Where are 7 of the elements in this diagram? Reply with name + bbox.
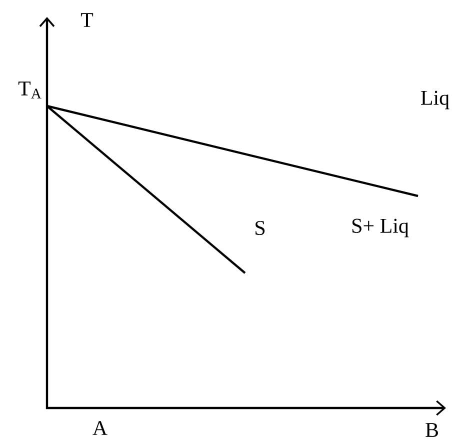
axis-label: A xyxy=(92,421,108,435)
axis-label: B xyxy=(426,423,438,437)
axis-label: S+ Liq xyxy=(352,218,409,238)
axis-label: S xyxy=(256,220,265,236)
axis-label: Liq xyxy=(421,90,450,110)
axis-label: T xyxy=(80,13,94,27)
axis-label: T$_{A}$ xyxy=(18,82,42,98)
